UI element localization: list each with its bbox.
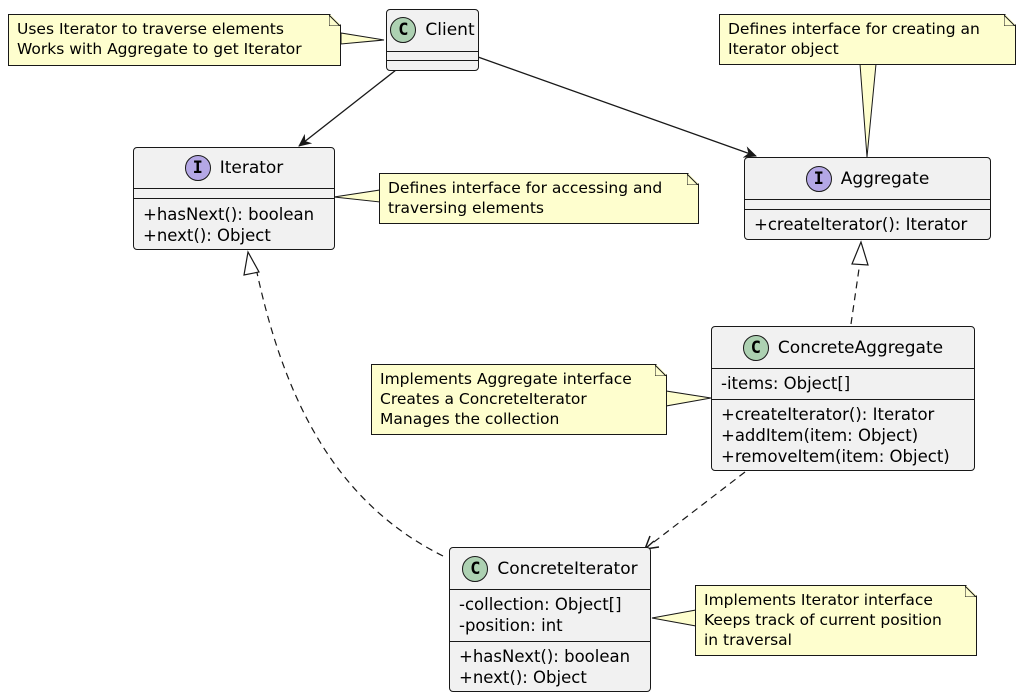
field: -collection: Object[] [459,595,622,614]
method: +next(): Object [143,226,271,245]
field: -items: Object[] [721,374,851,393]
note-tail-client [340,32,385,45]
edge-concreteaggregate-concreteiterator [649,471,746,546]
class-concrete-aggregate[interactable]: C ConcreteAggregate -items: Object[] +cr… [711,326,975,471]
method: +removeItem(item: Object) [721,447,950,466]
note-line: in traversal [704,631,792,649]
note-client: Uses Iterator to traverse elements Works… [8,14,341,66]
note-tail-aggregate [859,63,877,158]
note-line: Uses Iterator to traverse elements [17,20,284,38]
interface-aggregate[interactable]: I Aggregate +createIterator(): Iterator [744,157,991,240]
method: +hasNext(): boolean [143,205,315,224]
divider [745,199,990,200]
divider [712,399,974,400]
class-name: Iterator [219,158,284,178]
divider [450,589,650,590]
method: +next(): Object [459,668,587,687]
class-client[interactable]: C Client [386,9,479,71]
divider [387,51,478,52]
interface-stereotype-icon: I [184,155,211,181]
note-line: Implements Iterator interface [704,591,933,609]
method: +createIterator(): Iterator [754,215,968,234]
note-line: traversing elements [388,199,544,217]
note-tail-iterator [333,189,381,203]
note-tail-concrete-iterator [651,609,697,627]
note-line: Iterator object [728,40,839,58]
class-stereotype-icon: C [390,17,417,43]
edge-client-iterator [298,69,397,147]
note-line: Defines interface for accessing and [388,179,663,197]
divider [134,188,334,189]
edge-concreteaggregate-aggregate [850,261,861,325]
class-name: Client [425,20,475,40]
note-line: Implements Aggregate interface [380,370,632,388]
realization-arrowhead-iterator [243,250,260,276]
class-name: ConcreteAggregate [777,337,944,358]
note-aggregate: Defines interface for creating an Iterat… [719,14,1016,65]
class-stereotype-icon: C [742,334,769,361]
note-line: Creates a ConcreteIterator [380,390,587,408]
class-stereotype-icon: C [462,555,489,582]
note-line: Works with Aggregate to get Iterator [17,40,302,58]
edge-concreteiterator-iterator [255,267,444,557]
divider [712,368,974,369]
note-line: Keeps track of current position [704,611,942,629]
edge-client-aggregate [477,56,757,158]
class-concrete-iterator[interactable]: C ConcreteIterator -collection: Object[]… [449,547,651,692]
note-concrete-aggregate: Implements Aggregate interface Creates a… [371,364,667,435]
interface-iterator[interactable]: I Iterator +hasNext(): boolean +next(): … [133,147,335,250]
method: +hasNext(): boolean [459,647,631,666]
note-concrete-iterator: Implements Iterator interface Keeps trac… [695,585,977,656]
field: -position: int [459,616,563,635]
divider [450,641,650,642]
realization-arrowhead-aggregate [851,240,869,266]
note-iterator: Defines interface for accessing and trav… [379,173,699,224]
note-tail-concrete-aggregate [665,390,712,407]
note-line: Manages the collection [380,410,560,428]
divider [745,209,990,210]
method: +createIterator(): Iterator [721,405,935,424]
class-name: ConcreteIterator [497,558,638,579]
note-line: Defines interface for creating an [728,20,980,38]
divider [134,198,334,199]
interface-stereotype-icon: I [805,166,832,192]
class-name: Aggregate [840,169,930,189]
method: +addItem(item: Object) [721,426,919,445]
divider [387,60,478,61]
